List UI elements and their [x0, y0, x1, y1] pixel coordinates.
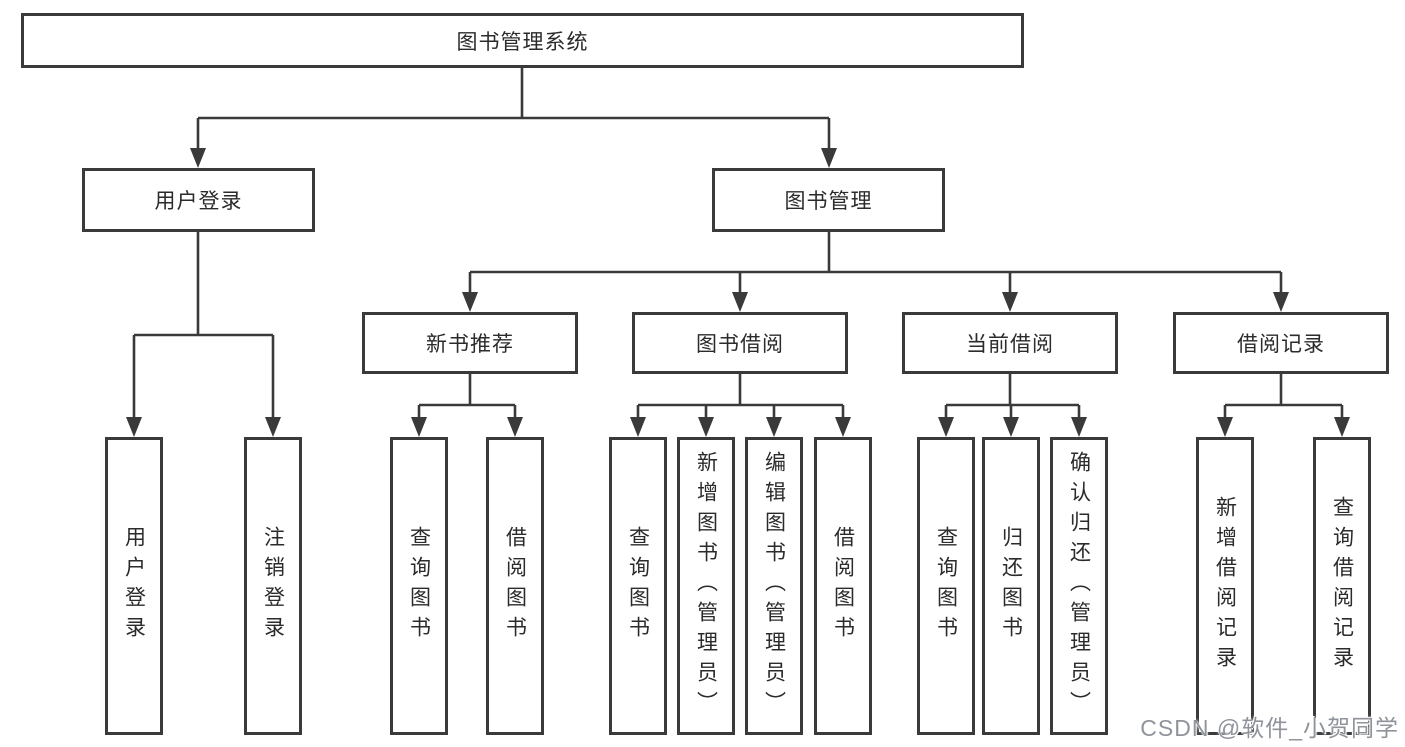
connector-new-book-rec: [417, 374, 517, 424]
leaf-user-login: 用户登录: [105, 437, 163, 735]
arrowhead: [766, 417, 782, 437]
connector-current-borrow: [944, 374, 1081, 424]
node-current-borrow: 当前借阅: [902, 312, 1118, 374]
arrowhead: [1002, 292, 1018, 312]
leaf-query-borrow-record: 查询借阅记录: [1313, 437, 1371, 735]
arrowhead: [1334, 417, 1350, 437]
leaf-confirm-return-admin: 确认归还（管理员）: [1050, 437, 1108, 735]
arrowhead: [698, 417, 714, 437]
leaf-borrow-books: 借阅图书: [814, 437, 872, 735]
arrowhead: [821, 148, 837, 168]
arrowhead: [1003, 417, 1019, 437]
node-borrow-records: 借阅记录: [1173, 312, 1389, 374]
connector-book-borrow: [636, 374, 845, 424]
connector-root: [196, 68, 831, 155]
connector-book-mgmt: [468, 232, 1283, 299]
arrowhead: [630, 417, 646, 437]
node-new-book-recommend: 新书推荐: [362, 312, 578, 374]
leaf-query-books-current: 查询图书: [917, 437, 975, 735]
connector-borrow-records: [1223, 374, 1344, 424]
node-book-management: 图书管理: [712, 168, 945, 232]
arrowhead: [265, 417, 281, 437]
csdn-watermark: CSDN @软件_小贺同学: [1140, 715, 1399, 741]
arrowhead: [1217, 417, 1233, 437]
leaf-query-books-recommend: 查询图书: [390, 437, 448, 735]
node-user-login: 用户登录: [82, 168, 315, 232]
leaf-edit-books-admin: 编辑图书（管理员）: [745, 437, 803, 735]
arrowhead: [507, 417, 523, 437]
arrowhead: [732, 292, 748, 312]
arrowhead: [938, 417, 954, 437]
node-book-borrow: 图书借阅: [632, 312, 848, 374]
arrowhead: [835, 417, 851, 437]
arrowhead: [1071, 417, 1087, 437]
node-root: 图书管理系统: [21, 13, 1024, 68]
arrowhead: [1273, 292, 1289, 312]
connector-user-login: [132, 232, 275, 424]
arrowhead: [126, 417, 142, 437]
arrowhead: [462, 292, 478, 312]
arrowhead: [411, 417, 427, 437]
leaf-add-borrow-record: 新增借阅记录: [1196, 437, 1254, 735]
leaf-return-books: 归还图书: [982, 437, 1040, 735]
leaf-add-books-admin: 新增图书（管理员）: [677, 437, 735, 735]
leaf-borrow-books-recommend: 借阅图书: [486, 437, 544, 735]
arrowhead: [190, 148, 206, 168]
leaf-query-books-borrow: 查询图书: [609, 437, 667, 735]
leaf-logout: 注销登录: [244, 437, 302, 735]
